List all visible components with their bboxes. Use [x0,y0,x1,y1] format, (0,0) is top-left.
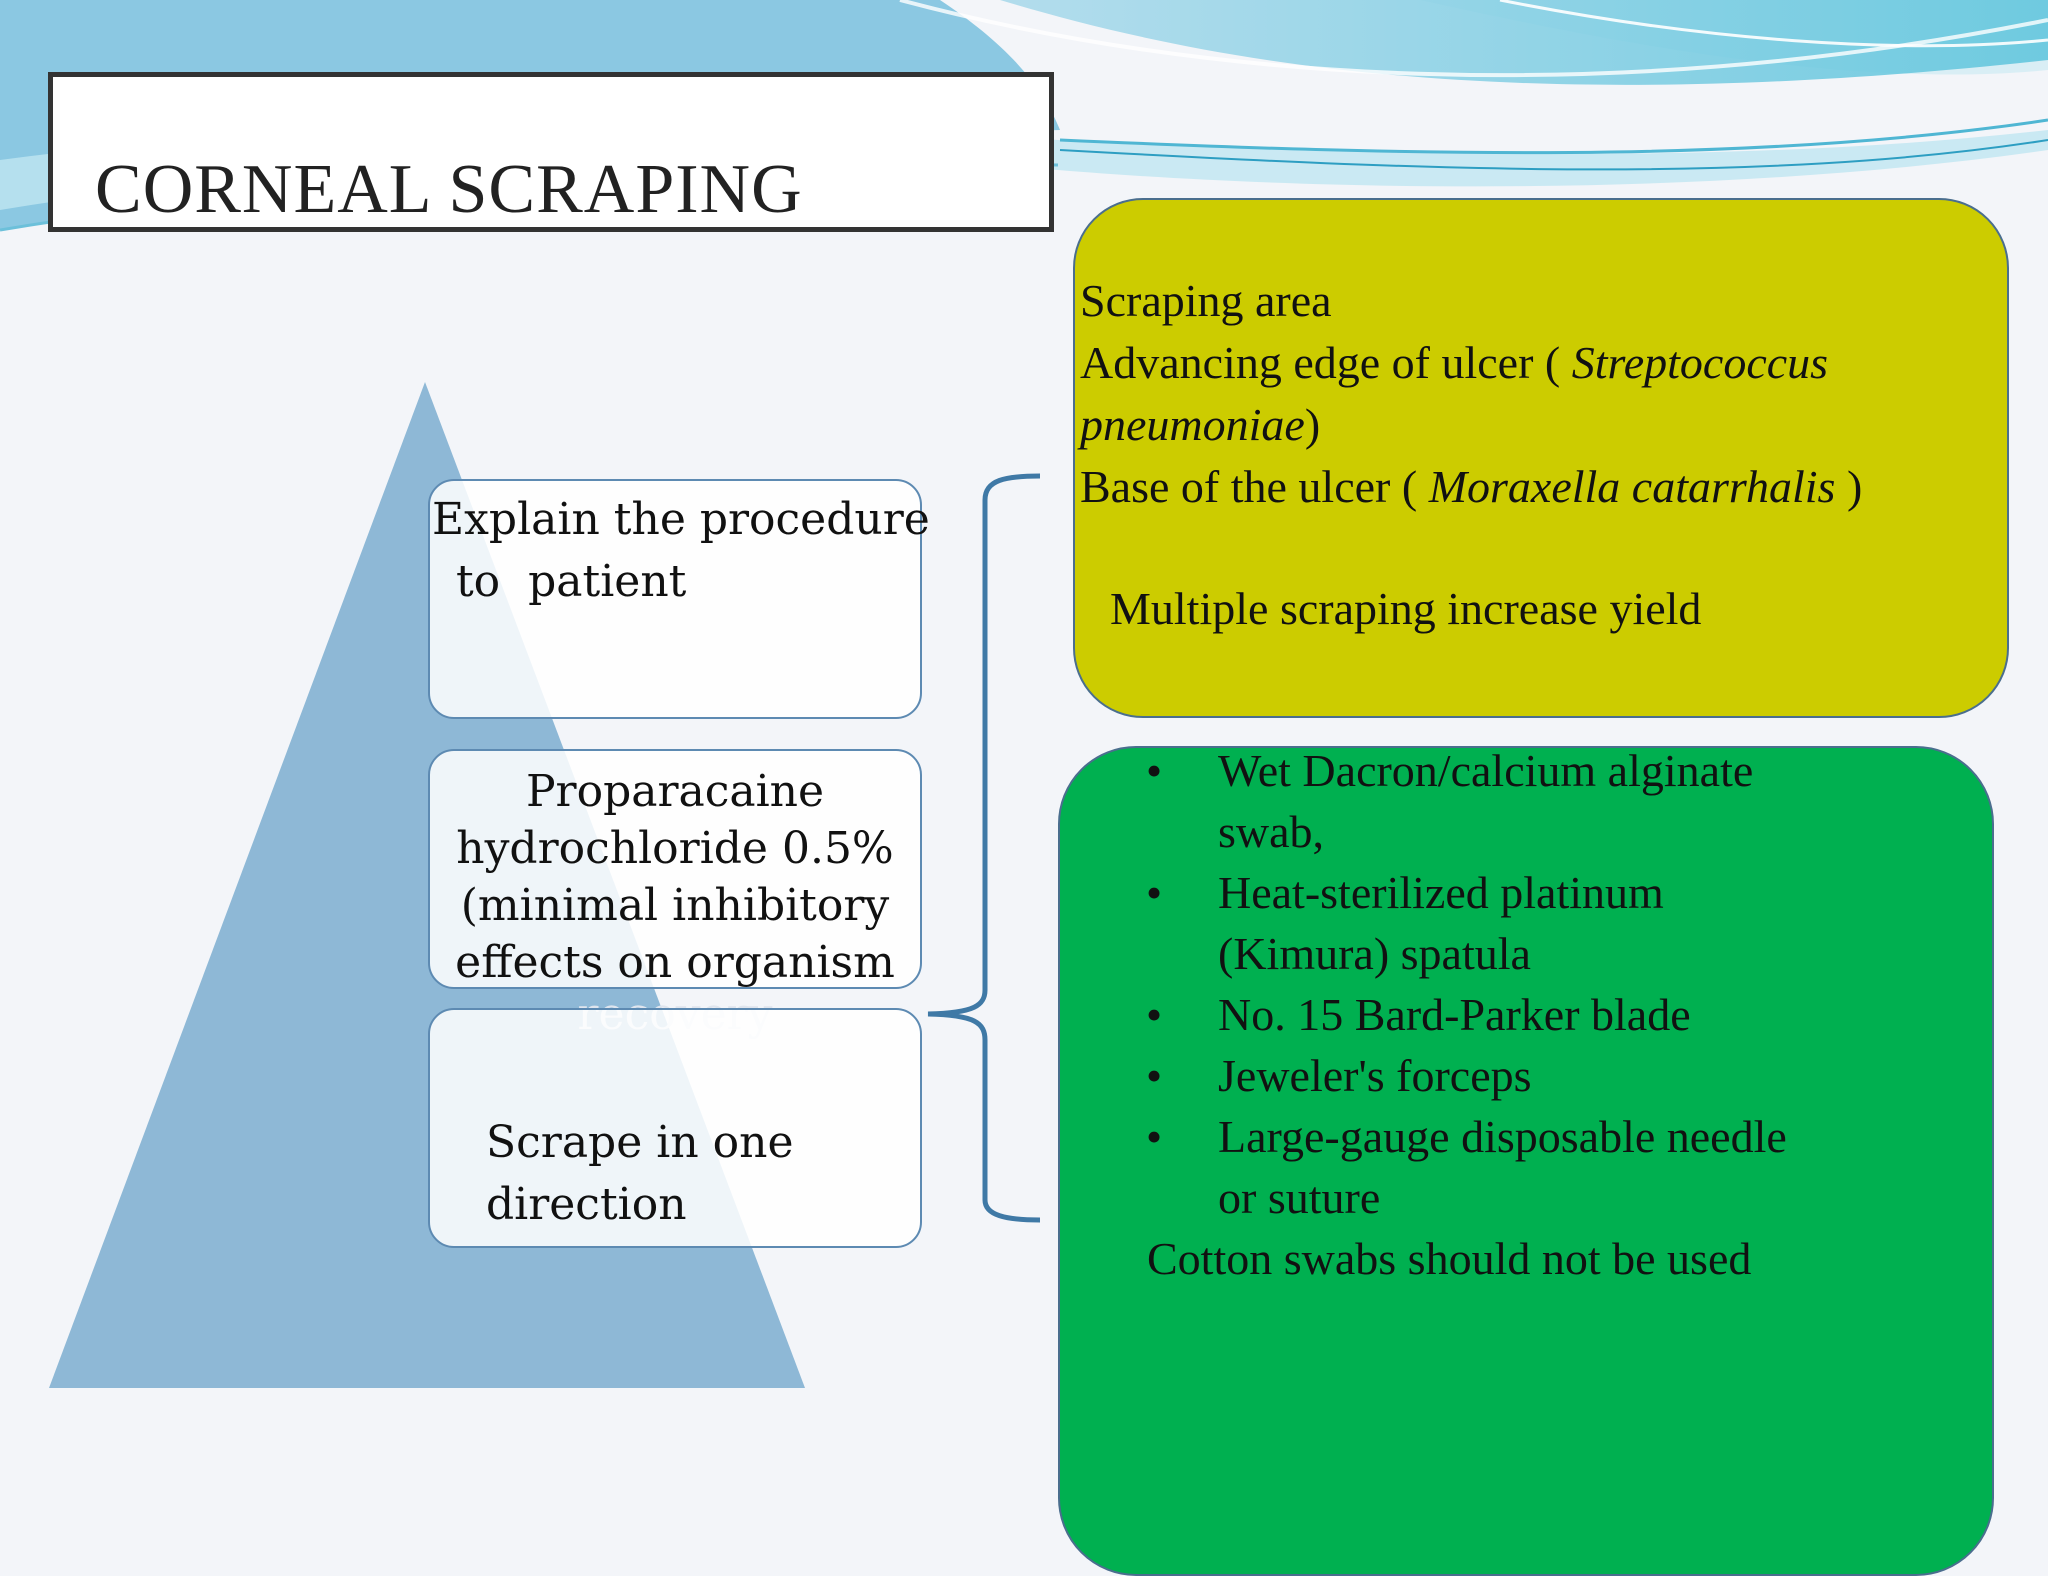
scraping-area-heading: Scraping area [1080,275,1332,326]
step2-line: hydrochloride 0.5% [456,823,894,874]
instrument-line: swab, [1218,806,1325,857]
ulcer-base-line: Base of the ulcer ( Moraxella catarrhali… [1080,456,1862,518]
step-scrape-direction: Scrape in one direction [428,1008,922,1248]
instruments-box [1058,746,1994,1576]
instrument-line: Jeweler's forceps [1218,1050,1532,1101]
instrument-line: or suture [1218,1172,1381,1223]
slide-title: CORNEAL SCRAPING [95,151,803,228]
title-box: CORNEAL SCRAPING [48,72,1054,232]
base-prefix: Base of the ulcer ( [1080,461,1429,512]
bullet-icon: • [1146,989,1163,1040]
advancing-edge-line-2: pneumoniae) [1080,394,1862,456]
instrument-item: • Wet Dacron/calcium alginate swab, [1140,740,1787,862]
instrument-item: • Jeweler's forceps [1140,1045,1787,1106]
instrument-item: • No. 15 Bard-Parker blade [1140,984,1787,1045]
bullet-icon: • [1146,1111,1163,1162]
instrument-line: Heat-sterilized platinum [1218,867,1664,918]
edge-suffix: ) [1304,399,1321,450]
edge-prefix: Advancing edge of ulcer ( [1080,337,1572,388]
instrument-line: No. 15 Bard-Parker blade [1218,989,1691,1040]
instrument-line: Large-gauge disposable needle [1218,1111,1787,1162]
curly-bracket [927,473,1041,1223]
scraping-area-text: Scraping area Advancing edge of ulcer ( … [1080,270,1862,518]
step3-line: direction [486,1179,687,1230]
base-suffix: ) [1835,461,1863,512]
step2-line: Proparacaine [525,766,825,817]
step-explain-procedure: Explain the procedure to patient [428,479,930,719]
step3-line: Scrape in one [486,1117,794,1168]
cotton-swab-warning: Cotton swabs should not be used [1147,1233,1752,1284]
yield-note: Multiple scraping increase yield [1110,583,1702,634]
edge-organism: Streptococcus [1571,337,1829,388]
step-proparacaine: Proparacaine hydrochloride 0.5% (minimal… [428,749,922,989]
step1-line1: Explain the procedure [432,494,930,545]
step1-line2: to patient [442,556,687,607]
step2-line: effects on organism [455,937,895,988]
instrument-line: (Kimura) spatula [1218,928,1531,979]
step2-line: (minimal inhibitory [460,880,890,931]
bullet-icon: • [1146,1050,1163,1101]
instruments-list: • Wet Dacron/calcium alginate swab, • He… [1140,740,1787,1228]
scraping-area-box [1073,198,2009,718]
instrument-line: Wet Dacron/calcium alginate [1218,745,1754,796]
instrument-item: • Large-gauge disposable needle or sutur… [1140,1106,1787,1228]
instrument-item: • Heat-sterilized platinum (Kimura) spat… [1140,862,1787,984]
bullet-icon: • [1146,867,1163,918]
advancing-edge-line: Advancing edge of ulcer ( Streptococcus [1080,332,1862,394]
base-organism: Moraxella catarrhalis [1428,461,1836,512]
edge-organism-2: pneumoniae [1080,399,1305,450]
bullet-icon: • [1146,745,1163,796]
